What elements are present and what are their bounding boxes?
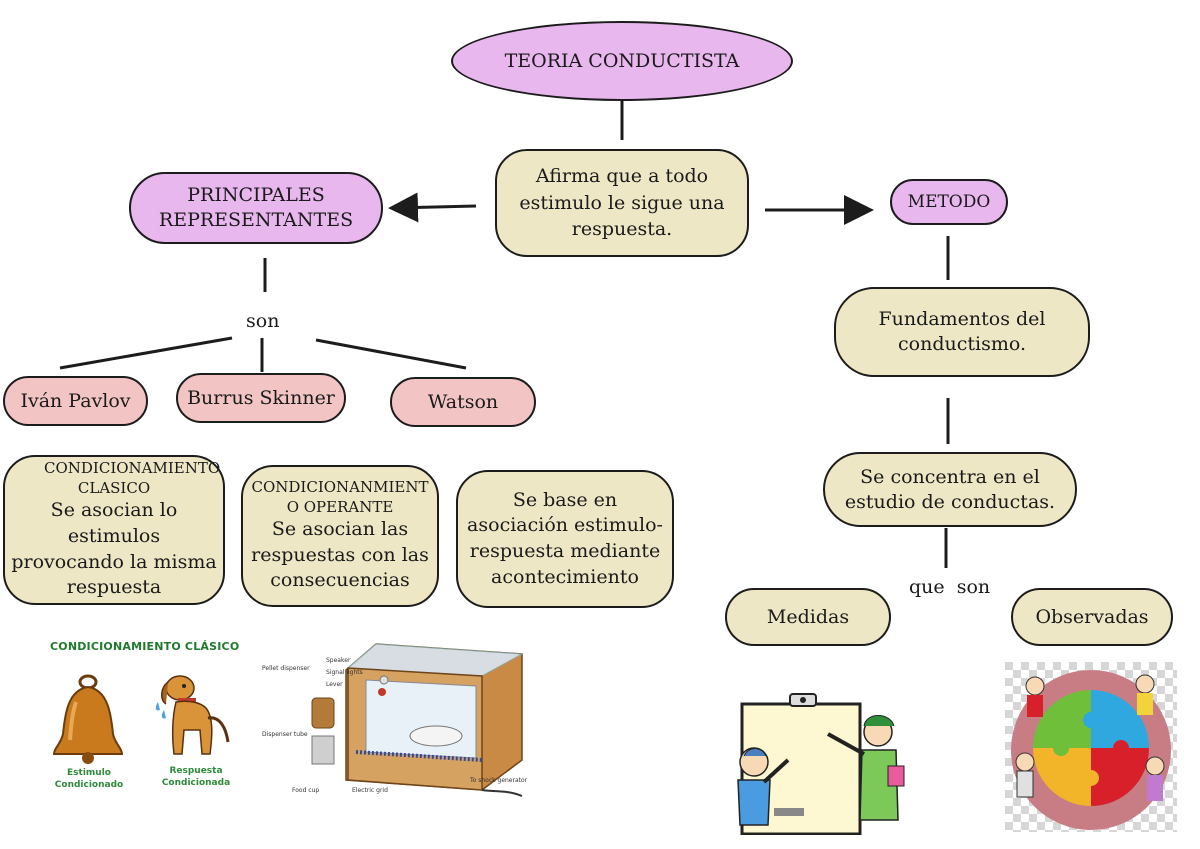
- pellet-dispenser-label: Pellet dispenser: [262, 665, 310, 672]
- shock-generator-label: To shock generator: [469, 777, 528, 784]
- fundamentals-text: Fundamentos del conductismo.: [878, 308, 1046, 355]
- watson-node: Watson: [390, 377, 536, 427]
- watson-name: Watson: [427, 390, 499, 413]
- bell-icon: [52, 674, 124, 764]
- focus-node: Se concentra en el estudio de conductas.: [823, 452, 1077, 527]
- definition-node: Afirma que a todo estimulo le sigue una …: [495, 149, 749, 257]
- skinner-text: Se asocian las respuestas con las consec…: [251, 518, 429, 592]
- response-caption: Respuesta Condicionada: [161, 766, 231, 788]
- classical-conditioning-title: CONDICIONAMIENTO CLÁSICO: [50, 640, 240, 653]
- title-text: TEORIA CONDUCTISTA: [504, 49, 740, 72]
- son-to-pavlov-line: [59, 336, 233, 370]
- skinner-name: Burrus Skinner: [187, 386, 335, 409]
- pavlov-name: Iván Pavlov: [20, 389, 131, 412]
- watson-description: Se base en asociación estimulo-respuesta…: [456, 470, 674, 608]
- puzzle-team-illustration: [1005, 662, 1177, 832]
- representatives-text: PRINCIPALES REPRESENTANTES: [158, 184, 354, 231]
- representatives-node: PRINCIPALES REPRESENTANTES: [129, 172, 383, 244]
- pavlov-description: CONDICIONAMIENTO CLASICO Se asocian lo e…: [3, 455, 225, 605]
- signal-lights-label: Signal lights: [326, 669, 363, 676]
- skinner-heading: CONDICIONANMIENTO OPERANTE: [251, 478, 429, 516]
- pavlov-heading: CONDICIONAMIENTO CLASICO: [44, 459, 221, 497]
- observadas-node: Observadas: [1011, 588, 1173, 646]
- speaker-label: Speaker: [326, 657, 351, 664]
- skinner-box-illustration: Pellet dispenser Speaker Signal lights L…: [262, 643, 528, 797]
- title-node: TEORIA CONDUCTISTA: [451, 21, 793, 101]
- whiteboard-kids-illustration: [737, 693, 905, 835]
- stimulus-caption: Estimulo Condicionado: [54, 768, 124, 790]
- electric-grid-label: Electric grid: [352, 787, 388, 794]
- arrow-to-representatives: [388, 192, 477, 223]
- son-to-watson-line: [315, 338, 467, 370]
- observadas-text: Observadas: [1035, 605, 1149, 628]
- focus-text: Se concentra en el estudio de conductas.: [844, 465, 1056, 513]
- dog-icon: [155, 675, 230, 755]
- lever-label: Lever: [326, 681, 343, 688]
- metodo-text: METODO: [907, 191, 991, 212]
- dispenser-tube-label: Dispenser tube: [262, 731, 308, 738]
- son-label: son: [246, 310, 280, 332]
- skinner-node: Burrus Skinner: [176, 373, 346, 423]
- medidas-node: Medidas: [725, 588, 891, 646]
- definition-text: Afirma que a todo estimulo le sigue una …: [519, 165, 725, 241]
- pavlov-text: Se asocian lo estimulos provocando la mi…: [11, 499, 217, 599]
- metodo-node: METODO: [890, 179, 1008, 225]
- medidas-text: Medidas: [766, 605, 850, 628]
- fundamentals-node: Fundamentos del conductismo.: [834, 287, 1090, 377]
- pavlov-node: Iván Pavlov: [3, 376, 148, 426]
- skinner-description: CONDICIONANMIENTO OPERANTE Se asocian la…: [241, 465, 439, 607]
- que-son-label: que son: [909, 576, 991, 598]
- watson-text: Se base en asociación estimulo-respuesta…: [467, 488, 663, 588]
- food-cup-label: Food cup: [292, 787, 319, 794]
